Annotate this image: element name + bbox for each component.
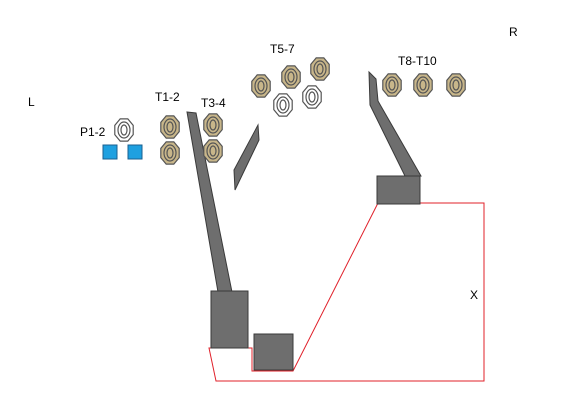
target-inner-ring	[308, 91, 316, 103]
block-right	[376, 175, 421, 205]
label-t1-2: T1-2	[155, 90, 180, 104]
target-inner-ring	[120, 124, 128, 136]
target-inner-ring	[166, 121, 174, 133]
label-x: X	[470, 288, 478, 302]
label-right: R	[509, 25, 518, 39]
target-t3-4-2	[203, 139, 223, 163]
target-group-t3-4	[203, 113, 223, 163]
target-group-t8-t10	[382, 73, 466, 97]
label-p1-2: P1-2	[80, 125, 106, 139]
label-left: L	[28, 95, 35, 109]
target-t8-t10-2	[413, 73, 433, 97]
target-inner-ring	[257, 80, 265, 92]
target-inner-ring	[209, 145, 217, 157]
target-t5-7-1	[251, 74, 271, 98]
target-inner-ring	[209, 119, 217, 131]
target-t5-7-3	[310, 57, 330, 81]
target-inner-ring	[166, 147, 174, 159]
block-large-left	[210, 290, 249, 349]
target-t1-2-1	[160, 115, 180, 139]
target-group-t1-2	[160, 115, 180, 165]
target-t8-t10-3	[446, 73, 466, 97]
target-inner-ring	[419, 79, 427, 91]
marker-square-1	[102, 144, 118, 160]
target-group-t5-7	[251, 57, 330, 117]
wall-middle-diagonal	[233, 123, 260, 191]
target-t3-4-1	[203, 113, 223, 137]
target-t1-2-2	[160, 141, 180, 165]
target-t8-t10-1	[382, 73, 402, 97]
target-inner-ring	[388, 79, 396, 91]
wall-left-diagonal	[186, 111, 233, 293]
target-p1-2-1	[114, 118, 134, 142]
target-inner-ring	[279, 99, 287, 111]
target-group-p1-2	[114, 118, 134, 142]
target-inner-ring	[316, 63, 324, 75]
label-t8-t10: T8-T10	[398, 54, 437, 68]
target-inner-ring	[452, 79, 460, 91]
target-t5-7-2	[281, 65, 301, 89]
block-bottom	[253, 333, 294, 371]
label-t3-4: T3-4	[201, 96, 226, 110]
target-t5-7-5	[302, 85, 322, 109]
target-inner-ring	[287, 71, 295, 83]
marker-square-2	[127, 144, 143, 160]
label-t5-7: T5-7	[270, 42, 295, 56]
wall-right-diagonal	[368, 70, 422, 177]
target-t5-7-4	[273, 93, 293, 117]
red-boundary-line	[208, 202, 485, 382]
